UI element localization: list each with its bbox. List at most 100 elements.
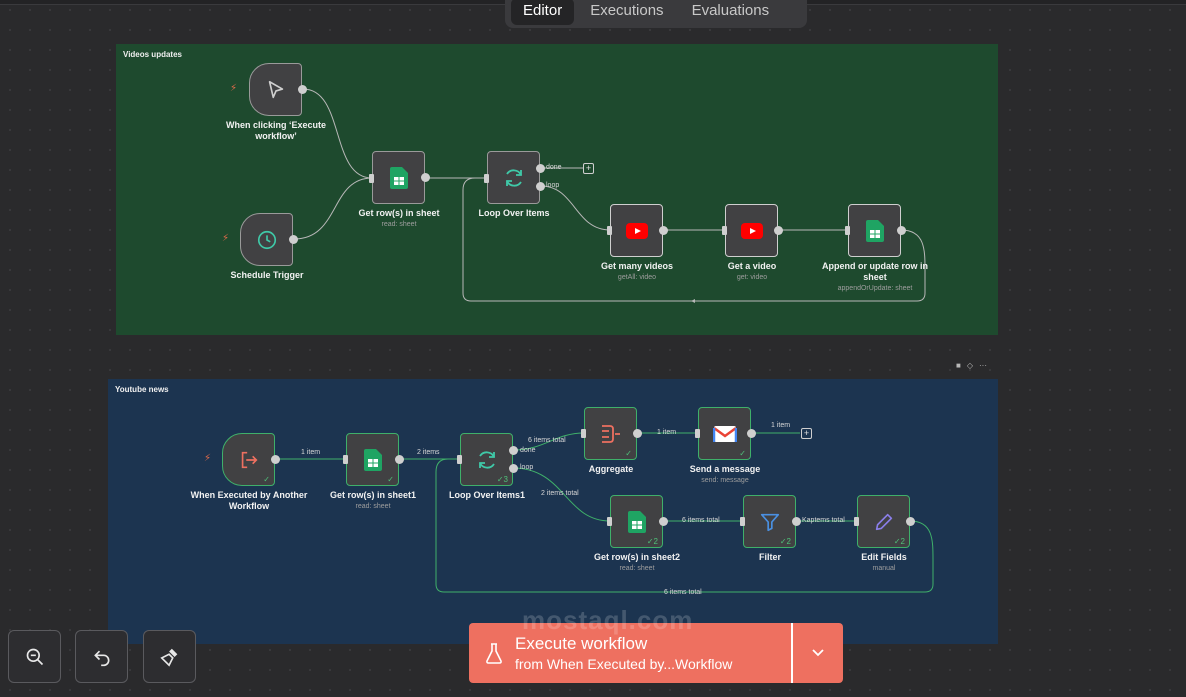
edge-label: Kaptems total [802, 517, 845, 524]
google-sheets-icon [627, 510, 646, 533]
execute-options-dropdown[interactable] [793, 623, 843, 683]
node-label: Loop Over Items1 [448, 490, 526, 500]
add-node-button[interactable]: + [583, 163, 594, 174]
output-port[interactable] [659, 226, 668, 235]
port-label-done: done [546, 164, 562, 171]
tab-evaluations[interactable]: Evaluations [691, 1, 770, 19]
google-sheets-icon [363, 448, 382, 471]
loop-icon [505, 168, 522, 187]
flask-icon [486, 643, 502, 664]
input-port[interactable] [607, 517, 612, 526]
node-get-rows-in-sheet1[interactable]: ✓ [346, 433, 399, 486]
node-label: Filter [758, 552, 781, 562]
success-check-icon: ✓ [263, 475, 270, 484]
output-port[interactable] [289, 235, 298, 244]
edge-label: 2 items [417, 449, 440, 456]
output-port[interactable] [792, 517, 801, 526]
trash-icon[interactable]: ■ [956, 361, 961, 370]
input-port[interactable] [369, 174, 374, 183]
output-port[interactable] [897, 226, 906, 235]
clock-icon [257, 230, 276, 249]
tidy-up-button[interactable] [143, 630, 196, 683]
output-port[interactable] [906, 517, 915, 526]
node-label: Aggregate [588, 464, 634, 474]
input-port[interactable] [343, 455, 348, 464]
node-get-rows-in-sheet2[interactable]: ✓2 [610, 495, 663, 548]
undo-icon [93, 650, 109, 666]
output-port[interactable] [633, 429, 642, 438]
node-label: When clicking ‘Execute workflow’ [225, 120, 327, 141]
input-port[interactable] [484, 174, 489, 183]
node-label: When Executed by Another Workflow [190, 490, 308, 511]
success-check-icon: ✓ [739, 449, 746, 458]
node-get-a-video[interactable] [725, 204, 778, 257]
zoom-out-button[interactable] [8, 630, 61, 683]
undo-button[interactable] [75, 630, 128, 683]
edge-label: 1 item [771, 422, 791, 429]
port-label-loop: loop [546, 182, 560, 189]
node-send-a-message[interactable]: ✓ [698, 407, 751, 460]
run-count-badge: 2 [900, 537, 905, 546]
output-port[interactable] [271, 455, 280, 464]
input-port[interactable] [695, 429, 700, 438]
output-port-done[interactable] [509, 446, 518, 455]
output-port-loop[interactable] [509, 464, 518, 473]
node-append-or-update-row[interactable] [848, 204, 901, 257]
loop-icon [478, 450, 495, 469]
tab-editor[interactable]: Editor [511, 0, 575, 25]
node-loop-over-items[interactable] [487, 151, 540, 204]
output-port[interactable] [774, 226, 783, 235]
input-port[interactable] [854, 517, 859, 526]
execute-workflow-button[interactable]: Execute workflow from When Executed by..… [469, 623, 843, 683]
port-label-loop: loop [520, 464, 534, 471]
node-filter[interactable]: ✓2 [743, 495, 796, 548]
node-edit-fields[interactable]: ✓2 [857, 495, 910, 548]
trigger-bolt-icon: ⚡ [222, 233, 230, 244]
edge-label: 1 item [657, 429, 677, 436]
google-sheets-icon [865, 219, 884, 242]
pencil-icon [875, 513, 892, 530]
node-manual-trigger[interactable] [249, 63, 302, 116]
node-schedule-trigger[interactable] [240, 213, 293, 266]
node-subtitle: read: sheet [355, 503, 391, 510]
success-check-icon: ✓2 [779, 537, 791, 546]
output-port[interactable] [395, 455, 404, 464]
output-port[interactable] [421, 173, 430, 182]
add-node-button[interactable]: + [801, 428, 812, 439]
input-port[interactable] [457, 455, 462, 464]
input-port[interactable] [740, 517, 745, 526]
output-port-loop[interactable] [536, 182, 545, 191]
node-label: Get row(s) in sheet1 [329, 490, 417, 500]
node-aggregate[interactable]: ✓ [584, 407, 637, 460]
more-icon[interactable]: ··· [979, 361, 987, 370]
output-port[interactable] [747, 429, 756, 438]
node-execute-workflow-trigger[interactable]: ✓ [222, 433, 275, 486]
color-icon[interactable]: ◇ [966, 361, 973, 370]
node-subtitle: get: video [736, 274, 768, 281]
node-label: Get a video [727, 261, 777, 271]
edge-label: 6 items total [682, 517, 720, 524]
tab-executions[interactable]: Executions [590, 1, 664, 19]
success-check-icon: ✓2 [646, 537, 658, 546]
input-port[interactable] [607, 226, 612, 235]
input-port[interactable] [845, 226, 850, 235]
output-port[interactable] [298, 85, 307, 94]
youtube-icon [740, 222, 763, 239]
node-subtitle: appendOrUpdate: sheet [837, 285, 913, 292]
input-port[interactable] [581, 429, 586, 438]
node-get-many-videos[interactable] [610, 204, 663, 257]
node-get-rows-in-sheet[interactable] [372, 151, 425, 204]
node-loop-over-items1[interactable]: ✓3 [460, 433, 513, 486]
run-count-badge: 2 [786, 537, 791, 546]
execute-subtitle: from When Executed by...Workflow [515, 656, 733, 672]
execute-main[interactable]: Execute workflow from When Executed by..… [469, 623, 791, 683]
input-port[interactable] [722, 226, 727, 235]
output-port-done[interactable] [536, 164, 545, 173]
node-label: Append or update row in sheet [822, 261, 928, 282]
node-label: Get row(s) in sheet [358, 208, 440, 218]
output-port[interactable] [659, 517, 668, 526]
edge-label: 6 items total [664, 589, 702, 596]
sticky-title: Videos updates [123, 50, 182, 59]
chevron-down-icon [812, 649, 824, 657]
node-subtitle: manual [872, 565, 896, 572]
